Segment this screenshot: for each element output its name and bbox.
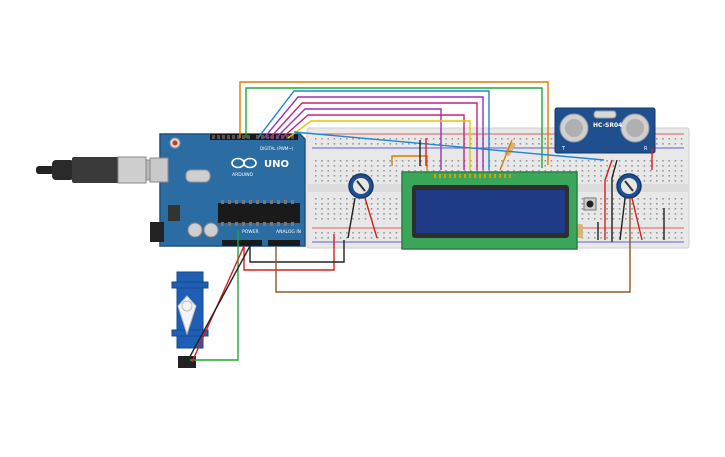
wire-red-pot-l[interactable] <box>364 197 378 239</box>
wire-green-top[interactable] <box>245 87 543 168</box>
digital-header-label: DIGITAL (PWM~) <box>260 146 294 151</box>
regulator <box>168 205 180 221</box>
wire-orange-res[interactable] <box>499 139 513 171</box>
wire-red-sensor[interactable] <box>604 159 613 240</box>
arduino-logo <box>231 157 257 169</box>
board-model-label: UNO <box>264 159 289 170</box>
sensor-model-label: HC-SR04 <box>593 122 622 129</box>
push-button[interactable] <box>583 197 597 211</box>
power-jack <box>150 222 164 242</box>
analog-header-label: ANALOG IN <box>276 229 301 235</box>
wire-brown-a0[interactable] <box>275 198 631 293</box>
capacitor-2 <box>203 222 219 238</box>
potentiometer-left[interactable] <box>348 173 374 199</box>
ultrasonic-sensor[interactable]: HC-SR04 T R <box>554 107 656 154</box>
digital-header <box>210 134 298 140</box>
wire-blue-sensor[interactable] <box>293 131 605 161</box>
board-brand-label: ARDUINO <box>232 172 254 178</box>
wire-purple-top[interactable] <box>263 96 484 170</box>
sensor-t-label: T <box>561 146 566 152</box>
sensor-crystal <box>593 110 617 119</box>
servo-motor[interactable] <box>171 271 209 368</box>
wire-black-pot-l[interactable] <box>347 197 356 239</box>
wire-black-servo[interactable] <box>186 245 251 363</box>
wire-black-sensor[interactable] <box>611 159 618 242</box>
wire-orange-top[interactable] <box>239 81 549 165</box>
sensor-r-label: R <box>644 146 648 152</box>
wire-magenta-1[interactable] <box>269 102 478 170</box>
usb-port <box>149 157 169 183</box>
wire-yellow[interactable] <box>287 120 471 170</box>
power-header <box>222 240 262 246</box>
capacitor-1 <box>187 222 203 238</box>
atmega-chip <box>218 203 300 223</box>
crystal <box>185 169 211 183</box>
analog-header <box>268 240 300 246</box>
resistor-2 <box>577 224 583 238</box>
wire-orange-pot[interactable] <box>391 155 428 170</box>
arduino-uno-board[interactable]: DIGITAL (PWM~) UNO ARDUINO POWER ANALOG … <box>149 133 306 247</box>
power-header-label: POWER <box>242 229 259 235</box>
wires <box>186 81 665 363</box>
potentiometer-right[interactable] <box>616 173 642 199</box>
lcd-pin-header <box>434 174 511 178</box>
wire-black-pot-r[interactable] <box>619 197 626 241</box>
wire-black-gnd[interactable] <box>249 240 345 263</box>
wire-green-servo[interactable] <box>190 230 239 361</box>
wire-red-pot-r[interactable] <box>631 197 643 241</box>
wire-magenta-2[interactable] <box>281 114 465 170</box>
wire-purple-2[interactable] <box>275 108 442 170</box>
lcd-display[interactable] <box>401 171 578 250</box>
usb-cable[interactable] <box>36 156 165 184</box>
lcd-screen <box>416 190 565 233</box>
wire-blue-top[interactable] <box>257 90 490 170</box>
